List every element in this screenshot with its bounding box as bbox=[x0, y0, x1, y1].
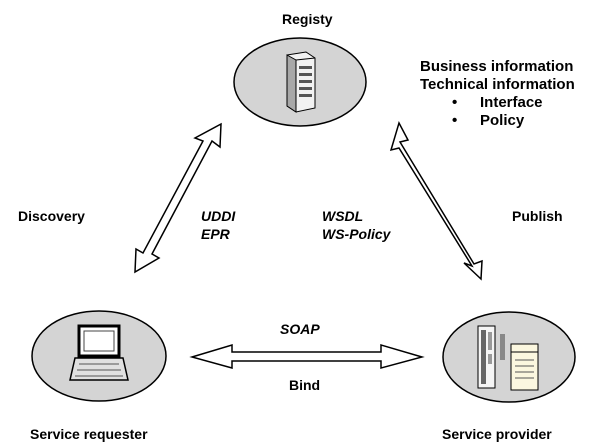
requester-node bbox=[31, 310, 167, 402]
publish-label: Publish bbox=[512, 208, 563, 224]
bullet-policy: Policy bbox=[452, 112, 575, 130]
laptop-icon bbox=[69, 324, 129, 381]
technical-information-label: Technical information bbox=[420, 76, 575, 93]
discovery-label: Discovery bbox=[18, 208, 85, 224]
server-icon bbox=[286, 51, 316, 113]
ws-policy-label: WS-Policy bbox=[322, 226, 391, 242]
service-requester-label: Service requester bbox=[30, 426, 148, 442]
info-block: Business information Technical informati… bbox=[420, 58, 575, 130]
bind-arrow bbox=[189, 343, 425, 369]
discovery-arrow bbox=[134, 122, 222, 274]
registry-node bbox=[233, 37, 367, 127]
info-bullet-list: Interface Policy bbox=[452, 94, 575, 130]
server-rack-icon bbox=[477, 325, 539, 391]
provider-node bbox=[442, 311, 576, 403]
bind-label: Bind bbox=[289, 377, 321, 393]
wsdl-label: WSDL bbox=[322, 208, 364, 224]
publish-arrow bbox=[389, 121, 483, 281]
bullet-interface: Interface bbox=[452, 94, 575, 112]
service-provider-label: Service provider bbox=[442, 426, 552, 442]
epr-label: EPR bbox=[201, 226, 230, 242]
soap-label: SOAP bbox=[280, 321, 320, 337]
registry-title: Registy bbox=[282, 11, 333, 27]
business-information-label: Business information bbox=[420, 58, 574, 75]
uddi-label: UDDI bbox=[201, 208, 236, 224]
